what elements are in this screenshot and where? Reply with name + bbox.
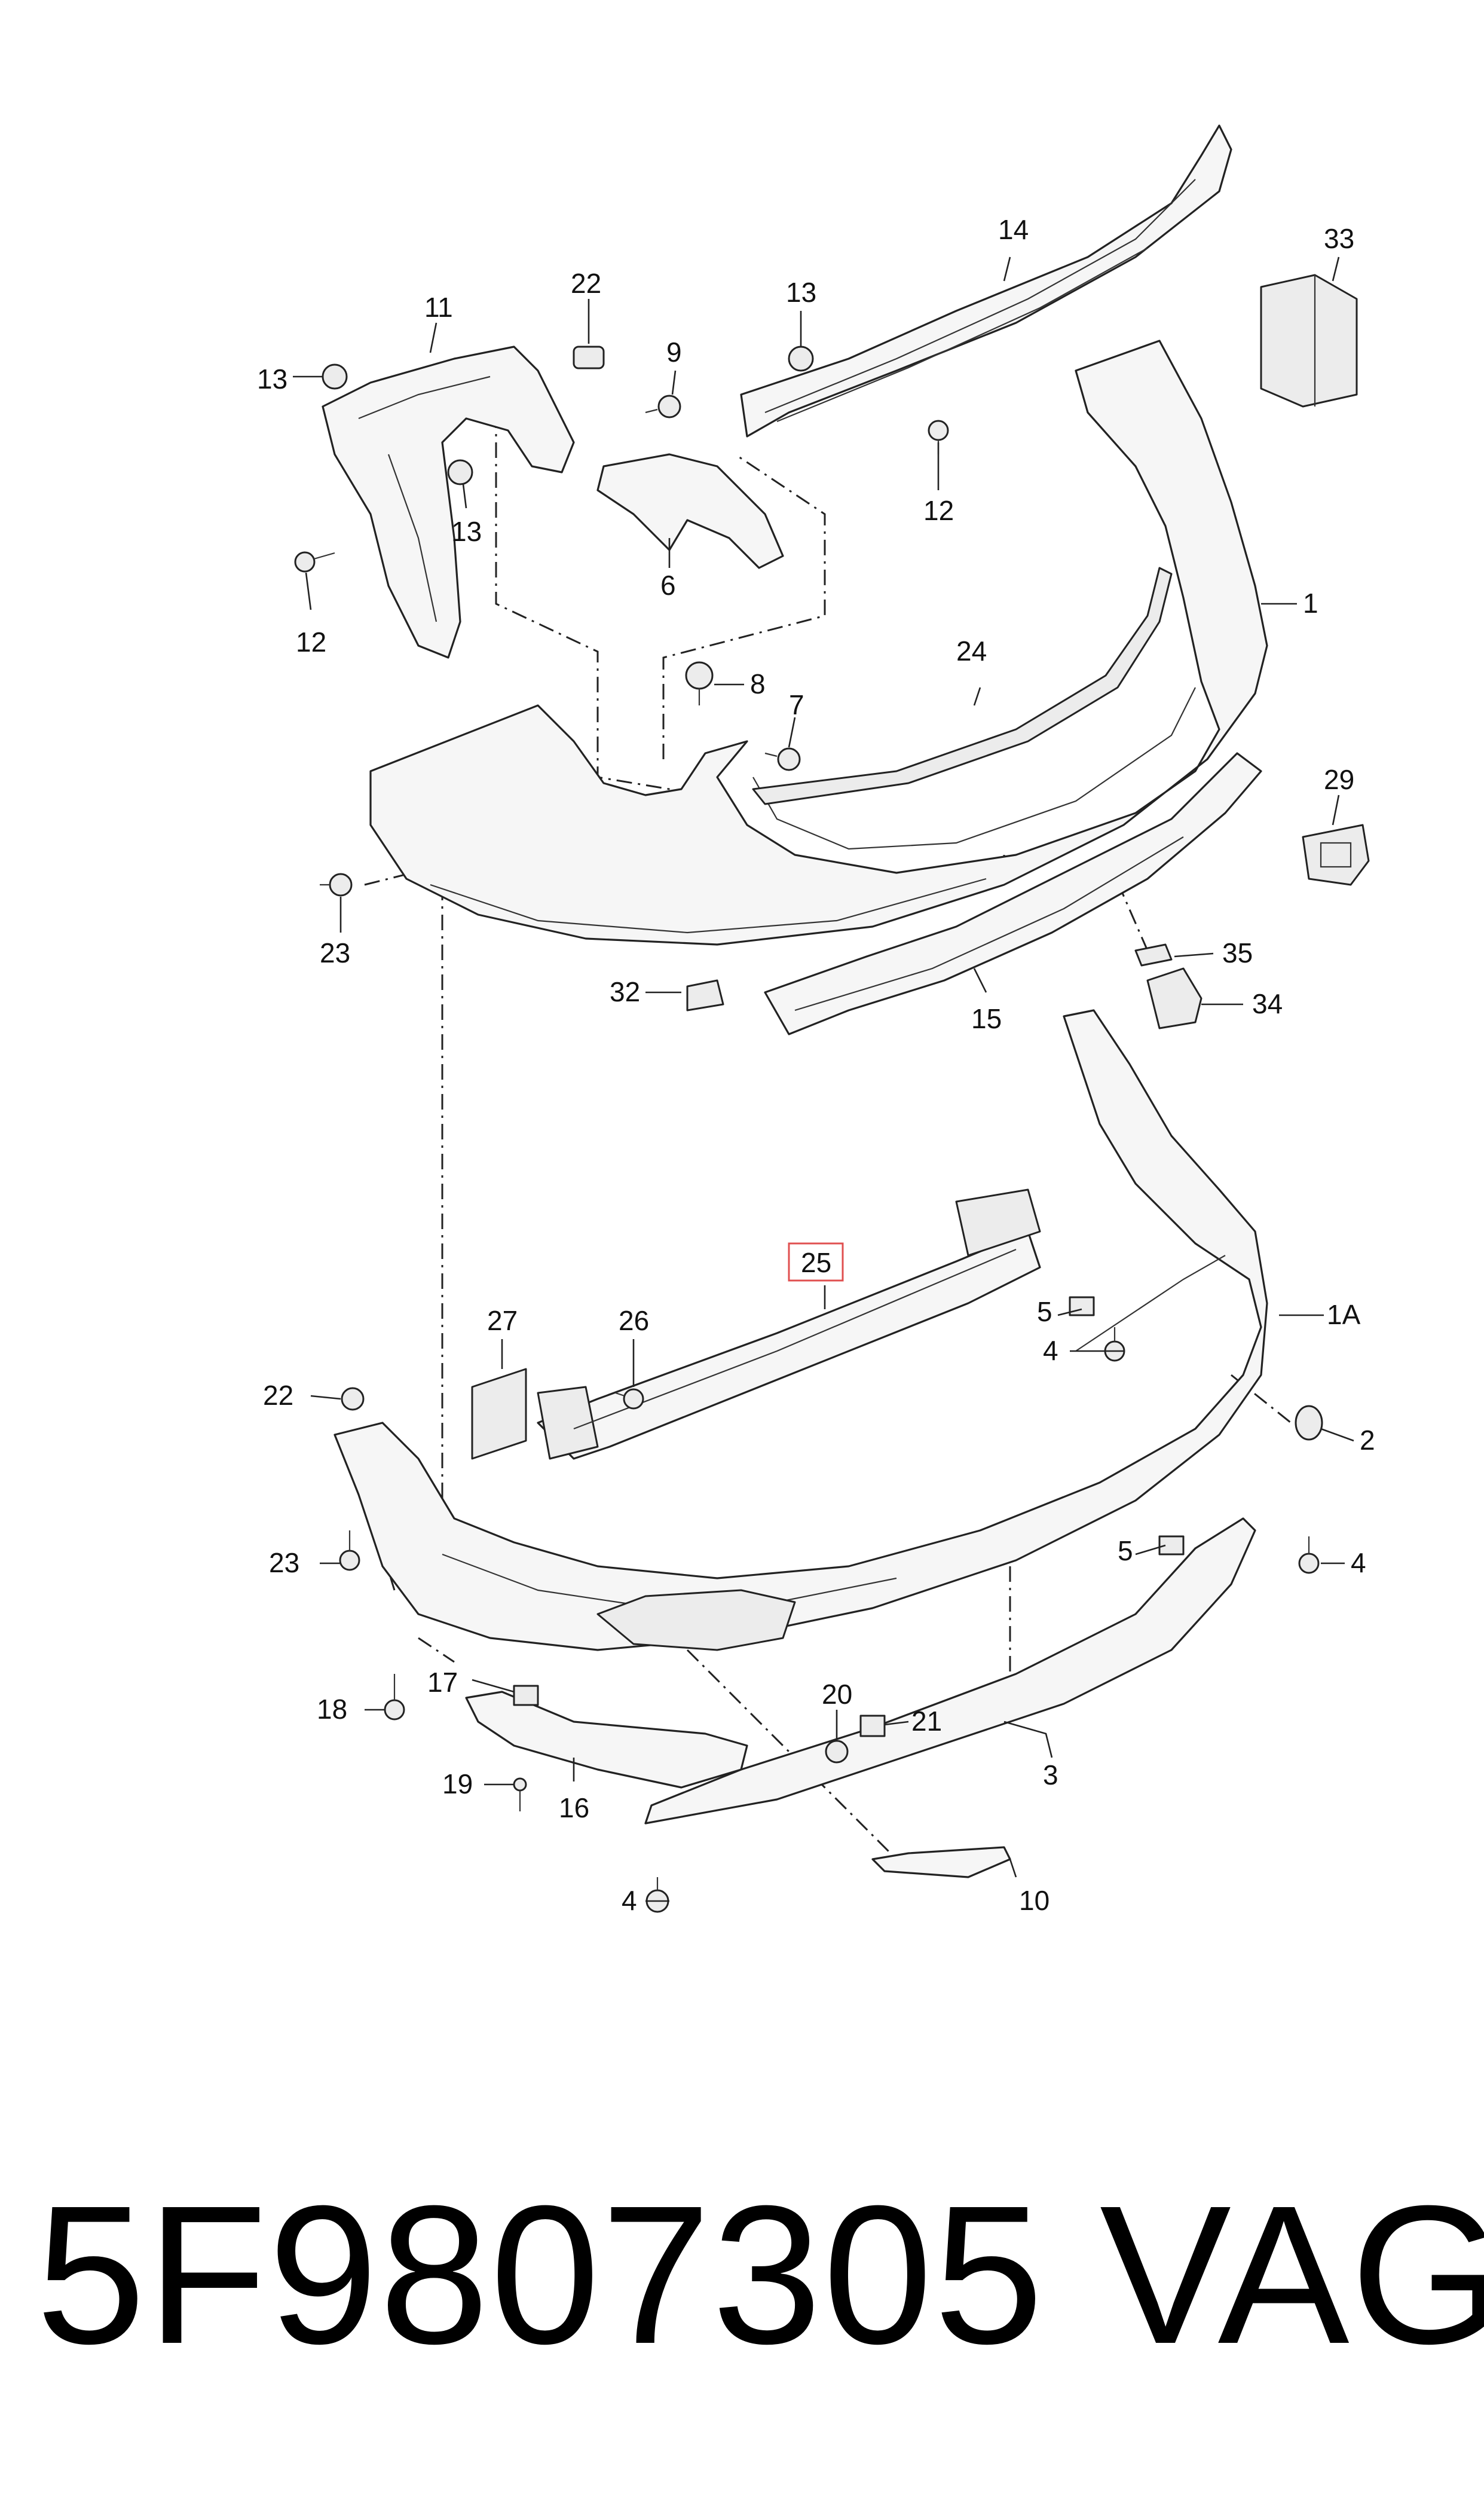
part-3-diffuser xyxy=(644,1517,1256,1825)
callout-5-upper: 5 xyxy=(1037,1296,1052,1327)
part-2-cap xyxy=(1295,1405,1323,1441)
part-24-trim-strip xyxy=(752,567,1173,805)
callout-29: 29 xyxy=(1324,764,1354,795)
callout-10: 10 xyxy=(1019,1885,1049,1916)
screw-23-top xyxy=(320,873,353,897)
callout-15: 15 xyxy=(971,1003,1002,1034)
callout-26: 26 xyxy=(619,1305,649,1336)
callout-25-highlight-box xyxy=(788,1242,844,1282)
callout-6: 6 xyxy=(660,570,676,601)
leader-lines xyxy=(293,256,1354,1902)
screw-4-bottom xyxy=(645,1877,669,1913)
callout-1: 1 xyxy=(1303,588,1318,619)
clip-13-right xyxy=(788,346,814,372)
footer-brand: VAG xyxy=(1100,2164,1484,2385)
callout-22-top: 22 xyxy=(571,268,601,299)
screw-19 xyxy=(513,1777,527,1811)
callout-18: 18 xyxy=(317,1694,347,1725)
callout-35: 35 xyxy=(1222,937,1253,968)
part-27-sticker xyxy=(471,1368,527,1460)
callout-21: 21 xyxy=(911,1706,942,1737)
callout-19: 19 xyxy=(442,1768,473,1799)
screw-12-left xyxy=(294,551,335,573)
callout-labels: 1 1A 2 3 4 4 4 5 5 6 7 8 9 10 11 12 12 1… xyxy=(257,214,1375,1916)
clip-5-upper xyxy=(1069,1296,1095,1316)
callout-25: 25 xyxy=(801,1247,831,1278)
callout-13-mid: 13 xyxy=(451,516,482,547)
callout-2: 2 xyxy=(1360,1425,1375,1456)
callout-11: 11 xyxy=(424,292,453,323)
screw-23-bottom xyxy=(339,1530,360,1571)
clip-13-mid xyxy=(447,459,473,485)
callout-33: 33 xyxy=(1324,223,1354,254)
screw-18 xyxy=(384,1674,405,1721)
callout-3: 3 xyxy=(1043,1759,1058,1790)
part-32-clip xyxy=(686,979,724,1012)
part-33-block xyxy=(1260,274,1358,408)
fasteners xyxy=(294,346,1320,1913)
screw-26 xyxy=(615,1388,644,1410)
callout-34: 34 xyxy=(1252,988,1283,1019)
callout-12-right: 12 xyxy=(923,495,954,526)
callout-23-bottom: 23 xyxy=(269,1547,299,1578)
callout-12-left: 12 xyxy=(296,627,326,658)
callout-16: 16 xyxy=(559,1792,589,1823)
callout-13-left: 13 xyxy=(257,363,287,395)
clip-21 xyxy=(859,1715,886,1737)
part-1a-lower-bumper-cover xyxy=(333,1009,1268,1651)
clip-22-top xyxy=(573,346,605,369)
callout-27: 27 xyxy=(487,1305,518,1336)
part-11-left-bracket xyxy=(322,346,575,659)
clip-13-left xyxy=(322,363,348,390)
callout-1a: 1A xyxy=(1327,1299,1361,1330)
callout-32: 32 xyxy=(610,976,640,1007)
part-16-trim xyxy=(465,1691,748,1789)
part-15-energy-absorber xyxy=(764,752,1262,1035)
part-1-upper-bumper-cover xyxy=(369,340,1268,946)
callout-4-upper: 4 xyxy=(1043,1335,1058,1366)
callout-7: 7 xyxy=(789,689,804,720)
part-6-bracket xyxy=(596,453,784,569)
screw-9 xyxy=(645,395,681,418)
footer-part-number: 5F9807305 xyxy=(36,2164,1045,2385)
screw-20 xyxy=(825,1740,849,1764)
callout-20: 20 xyxy=(822,1679,852,1710)
part-10-reflector xyxy=(871,1846,1011,1878)
callout-8: 8 xyxy=(750,668,766,699)
part-14-carrier-rail xyxy=(740,124,1232,438)
screw-12-right xyxy=(928,420,949,454)
callout-4-bottom: 4 xyxy=(622,1885,637,1916)
callout-23-top: 23 xyxy=(320,937,350,968)
callout-9: 9 xyxy=(666,337,682,368)
clip-8 xyxy=(685,661,714,705)
screw-4-right xyxy=(1298,1536,1320,1574)
callout-5-lower: 5 xyxy=(1118,1535,1133,1566)
screw-4-upper xyxy=(1104,1327,1125,1362)
clip-22-bottom xyxy=(341,1387,365,1411)
part-29-cap xyxy=(1302,824,1370,886)
callout-24: 24 xyxy=(956,635,987,667)
callout-4-right: 4 xyxy=(1351,1547,1366,1578)
callout-13-right: 13 xyxy=(786,277,816,308)
part-25-bumper-beam xyxy=(537,1188,1041,1460)
part-35-clip xyxy=(1134,943,1173,967)
part-34-clip xyxy=(1146,967,1203,1029)
screw-7 xyxy=(764,747,801,771)
clip-17 xyxy=(513,1685,539,1706)
callout-14: 14 xyxy=(998,214,1029,245)
callout-17: 17 xyxy=(427,1667,458,1698)
callout-22-bottom: 22 xyxy=(263,1380,293,1411)
